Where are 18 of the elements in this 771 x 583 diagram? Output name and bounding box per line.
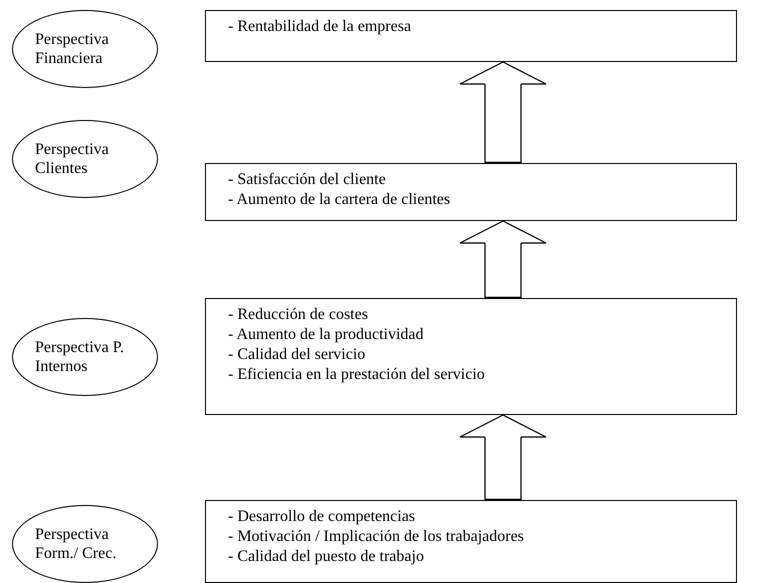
objectives-box bbox=[205, 500, 737, 583]
perspective-label: Perspectiva P. Internos bbox=[35, 338, 125, 376]
objectives-box bbox=[205, 298, 737, 415]
objective-item: - Satisfacción del cliente bbox=[228, 170, 387, 190]
objective-item: - Motivación / Implicación de los trabajadores bbox=[228, 527, 525, 547]
perspective-label: Perspectiva Form./ Crec. bbox=[35, 525, 118, 563]
objective-item: - Rentabilidad de la empresa bbox=[228, 17, 412, 37]
objective-item: - Aumento de la productividad bbox=[228, 325, 425, 345]
objectives-box bbox=[205, 163, 737, 221]
objective-item: - Eficiencia en la prestación del servicio bbox=[228, 365, 486, 385]
objective-item: - Calidad del puesto de trabajo bbox=[228, 547, 425, 567]
objective-item: - Calidad del servicio bbox=[228, 345, 366, 365]
objective-item: - Desarrollo de competencias bbox=[228, 507, 416, 527]
perspective-label: Perspectiva Clientes bbox=[35, 140, 110, 178]
objectives-box bbox=[205, 10, 737, 62]
perspective-label: Perspectiva Financiera bbox=[35, 30, 110, 68]
objective-item: - Reducción de costes bbox=[228, 305, 369, 325]
objective-item: - Aumento de la cartera de clientes bbox=[228, 190, 452, 210]
